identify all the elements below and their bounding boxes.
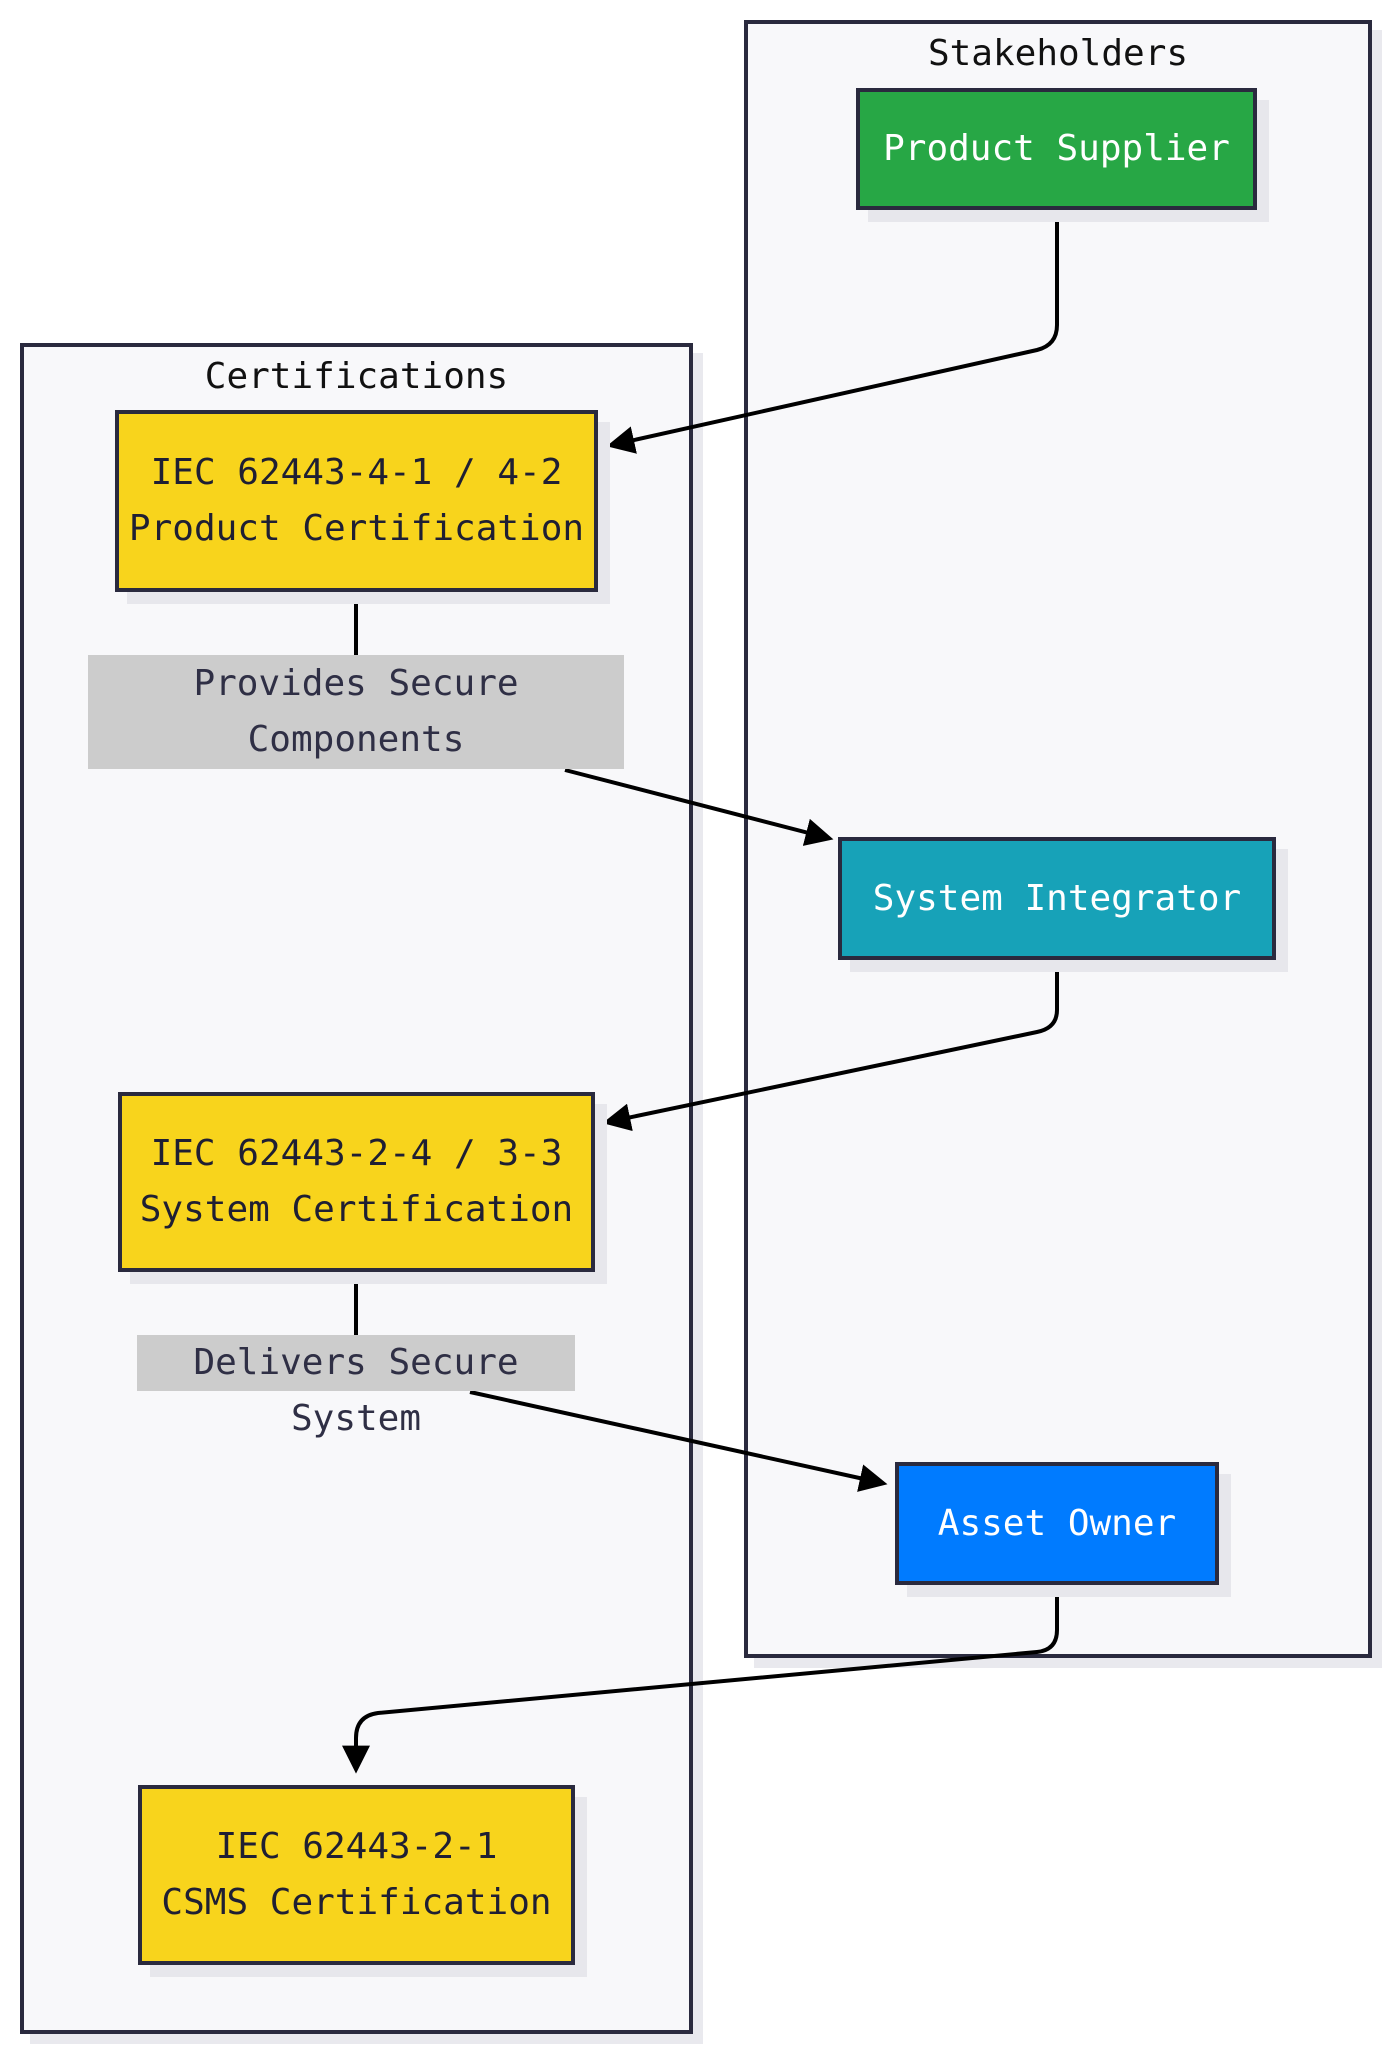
provides-secure-components-label: Provides Secure Components	[88, 655, 624, 769]
stakeholders-title: Stakeholders	[927, 33, 1189, 74]
csms-certification-label: IEC 62443-2-1 CSMS Certification	[161, 1826, 552, 1923]
edge-owner-to-csms-cert	[342, 1585, 1059, 1774]
edge-integrator-to-system-cert	[602, 960, 1059, 1132]
csms-certification-node[interactable]: IEC 62443-2-1 CSMS Certification	[138, 1785, 575, 1965]
asset-owner-label: Asset Owner	[937, 1502, 1177, 1544]
edge-supplier-to-product-cert	[606, 210, 1059, 454]
certifications-title: Certifications	[204, 356, 509, 397]
system-integrator-node[interactable]: System Integrator	[838, 837, 1276, 960]
product-supplier-node[interactable]: Product Supplier	[856, 88, 1257, 210]
edge-provides-to-integrator	[564, 768, 834, 846]
system-certification-node[interactable]: IEC 62443-2-4 / 3-3 System Certification	[118, 1092, 595, 1272]
edge-delivers-to-owner	[469, 1390, 888, 1492]
product-certification-node[interactable]: IEC 62443-4-1 / 4-2 Product Certificatio…	[115, 410, 598, 592]
product-certification-label: IEC 62443-4-1 / 4-2 Product Certificatio…	[128, 452, 585, 549]
system-integrator-label: System Integrator	[872, 877, 1242, 919]
asset-owner-node[interactable]: Asset Owner	[895, 1462, 1219, 1585]
product-supplier-label: Product Supplier	[883, 128, 1230, 169]
delivers-secure-system-label: Delivers Secure System	[137, 1335, 575, 1439]
system-certification-label: IEC 62443-2-4 / 3-3 System Certification	[139, 1133, 574, 1230]
